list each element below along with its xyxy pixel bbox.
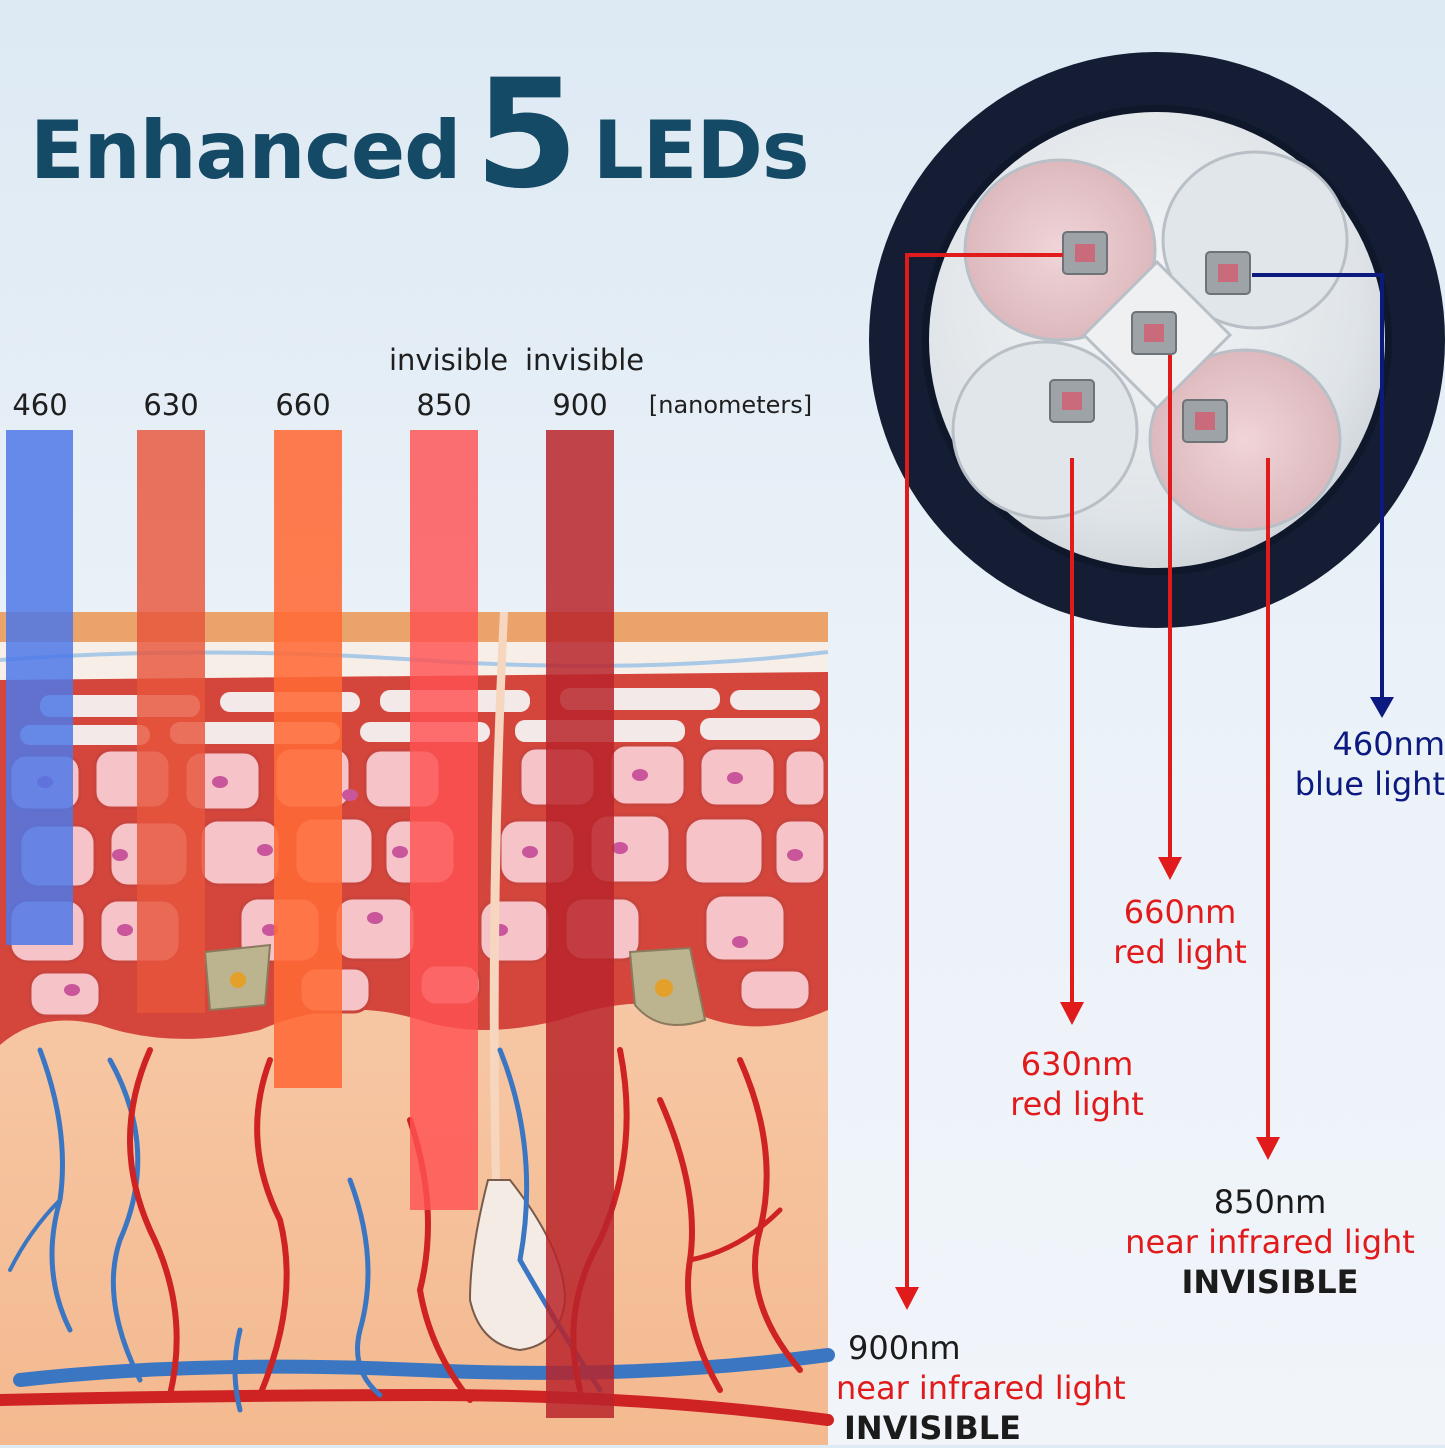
callout-630: 630nm red light	[992, 1044, 1162, 1124]
wavelength-bar-660	[274, 430, 342, 1088]
wavelength-bar-850	[410, 430, 478, 1210]
wavelength-bars	[6, 430, 614, 1418]
bar-note-900: invisible	[525, 343, 645, 377]
callout-line-900	[905, 253, 1063, 1290]
callout-900-wavelength: 900nm	[848, 1329, 961, 1367]
callout-460-desc: blue light	[1294, 765, 1445, 803]
callout-460: 460nm blue light	[1280, 724, 1445, 804]
callout-660-wavelength: 660nm	[1123, 893, 1237, 931]
wavelength-bar-630	[137, 430, 205, 1013]
led-head-icon	[869, 52, 1445, 628]
arrow-down-icon	[1256, 1137, 1280, 1160]
callout-850: 850nm near infrared light INVISIBLE	[1105, 1182, 1435, 1302]
callout-630-wavelength: 630nm	[1020, 1045, 1134, 1083]
callout-900-desc: near infrared light	[836, 1369, 1126, 1407]
callout-460-wavelength: 460nm	[1332, 725, 1445, 763]
callout-660: 660nm red light	[1095, 892, 1265, 972]
arrow-down-icon	[1060, 1002, 1084, 1025]
bar-label-850: 850	[416, 388, 472, 422]
bar-label-900: 900	[552, 388, 608, 422]
arrow-down-icon	[895, 1287, 919, 1310]
wavelength-bar-460	[6, 430, 73, 945]
arrow-down-icon	[1370, 697, 1394, 718]
callout-line-460	[1252, 273, 1384, 700]
arrow-down-icon	[1158, 857, 1182, 880]
callout-lines	[895, 253, 1394, 1310]
title-suffix: LEDs	[592, 104, 810, 197]
bar-note-850: invisible	[389, 343, 509, 377]
callout-630-desc: red light	[1010, 1085, 1144, 1123]
callout-850-extra: INVISIBLE	[1181, 1263, 1359, 1301]
callout-660-desc: red light	[1113, 933, 1247, 971]
callout-850-desc: near infrared light	[1125, 1223, 1415, 1261]
title-prefix: Enhanced	[30, 104, 461, 197]
callout-900: 900nm near infrared light INVISIBLE	[832, 1328, 1160, 1448]
bar-label-460: 460	[12, 388, 68, 422]
bar-label-630: 630	[143, 388, 199, 422]
callout-850-wavelength: 850nm	[1213, 1183, 1327, 1221]
bar-label-660: 660	[275, 388, 331, 422]
wavelength-bar-900	[546, 430, 614, 1418]
unit-label: [nanometers]	[648, 391, 813, 419]
callout-900-extra: INVISIBLE	[844, 1409, 1021, 1447]
title-number: 5	[474, 48, 579, 222]
